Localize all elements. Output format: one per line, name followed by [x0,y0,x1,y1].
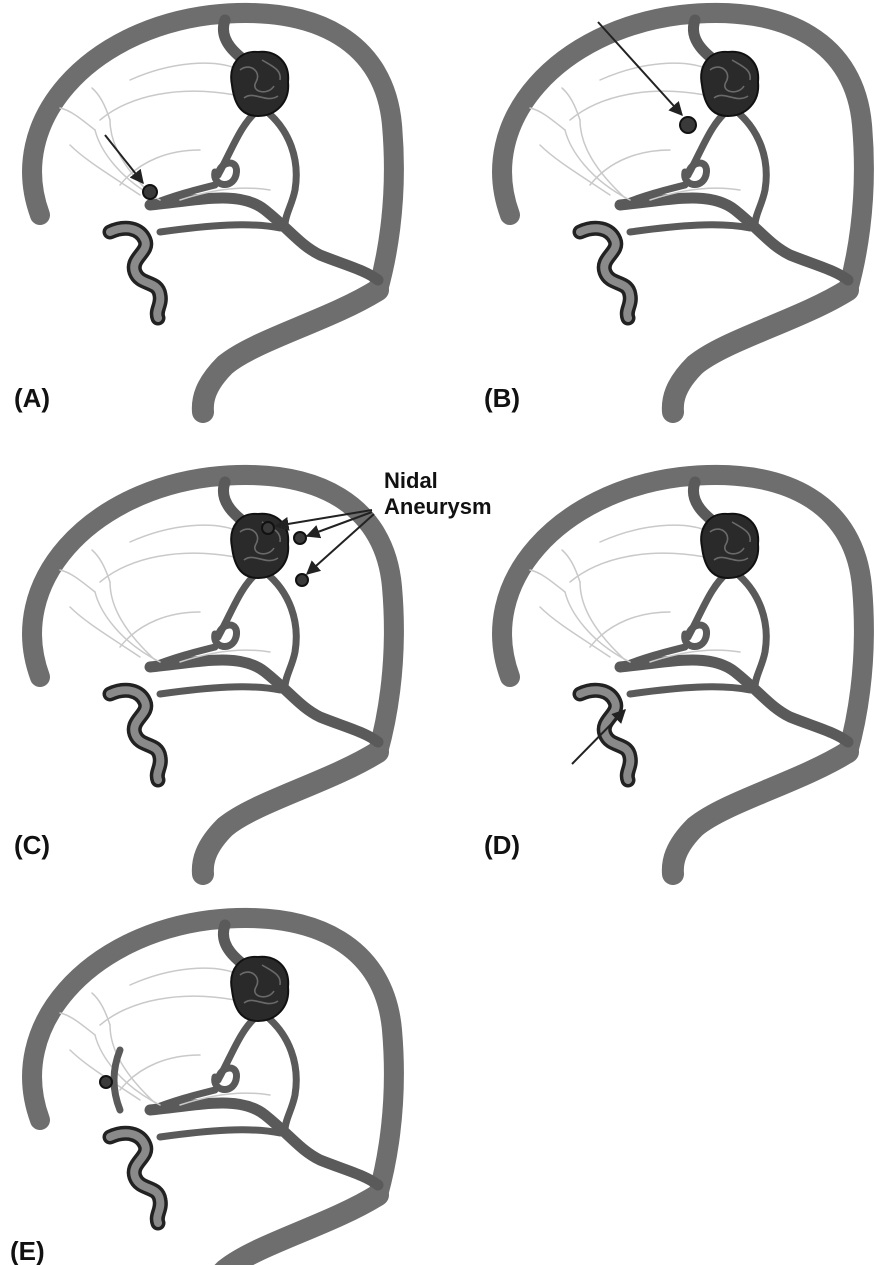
nidal-aneurysm-1 [262,522,274,534]
panel-label-c: (C) [14,830,50,860]
aneurysm-marker-e [100,1076,112,1088]
aneurysm-vessel-e [114,1050,120,1110]
aneurysm-marker-b [680,117,696,133]
nidal-aneurysm-3 [296,574,308,586]
panel-c: Nidal Aneurysm (C) [14,468,492,874]
nidal-aneurysm-label-line2: Aneurysm [384,494,492,519]
panel-label-d: (D) [484,830,520,860]
panel-b: (B) [484,13,864,413]
arrow-b [598,22,682,115]
panel-label-a: (A) [14,383,50,413]
panel-a: (A) [14,13,394,413]
panel-label-b: (B) [484,383,520,413]
aneurysm-marker-a [143,185,157,199]
nidal-aneurysm-label-line1: Nidal [384,468,438,493]
nidal-aneurysm-2 [294,532,306,544]
panel-d: (D) [484,475,864,874]
panel-label-e: (E) [10,1236,45,1265]
panel-e: (E) [10,918,394,1265]
